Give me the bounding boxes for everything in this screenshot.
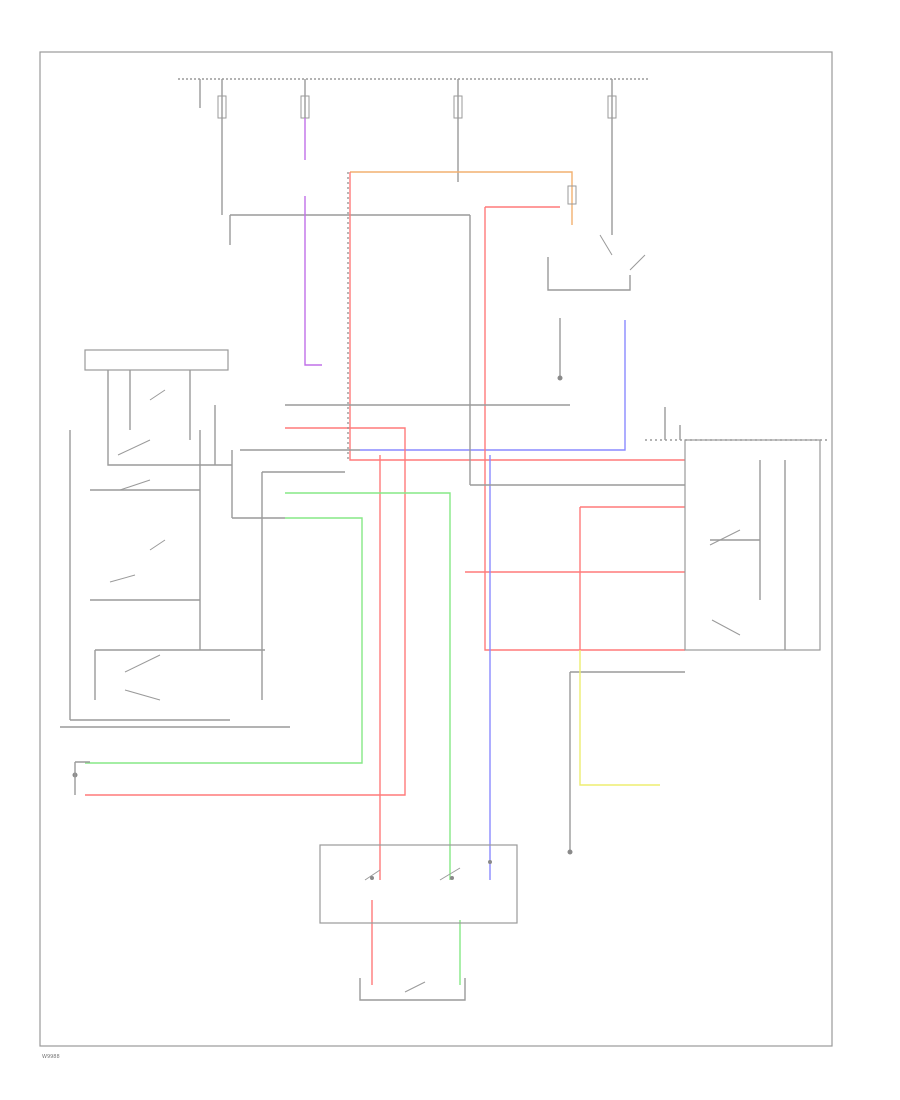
fuse-1 (217, 95, 227, 119)
left-switch-assembly (60, 349, 290, 795)
wire-yellow (579, 650, 660, 786)
power-door-lock-switch (319, 844, 518, 924)
door-lock-control-relay (645, 407, 830, 651)
wire-purple (304, 118, 322, 366)
black-signal-wires (231, 172, 685, 850)
wire-red-main (349, 172, 685, 461)
wire-green-a (285, 492, 451, 880)
wire-red-vertical (484, 206, 685, 651)
wire-red-left-run (85, 427, 406, 796)
page-code: W9988 (42, 1054, 60, 1060)
wire-red-relay (579, 506, 685, 650)
ground-point (567, 849, 573, 855)
wire-orange (350, 171, 573, 225)
top-power-bus (178, 78, 650, 245)
top-right-relay (360, 182, 646, 451)
diagram-frame (39, 51, 833, 1047)
key-cylinder-switch (359, 978, 466, 1001)
wire-green-b (85, 517, 363, 764)
